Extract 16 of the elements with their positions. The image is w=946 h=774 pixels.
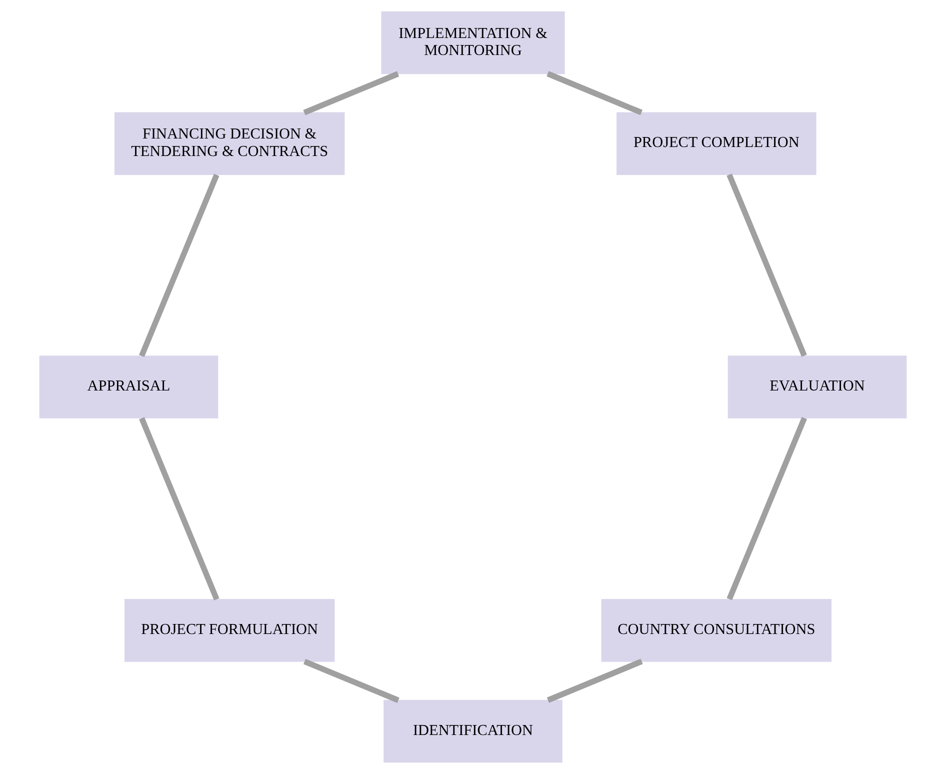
connector bbox=[303, 71, 400, 116]
connector bbox=[726, 174, 807, 357]
connector bbox=[726, 416, 808, 600]
node-box: PROJECT FORMULATION bbox=[124, 599, 335, 662]
node-box: FINANCING DECISION & TENDERING & CONTRACTS bbox=[114, 112, 345, 175]
node-box: PROJECT COMPLETION bbox=[616, 112, 816, 175]
connector bbox=[303, 658, 400, 703]
node-box: EVALUATION bbox=[728, 356, 907, 418]
connector bbox=[138, 174, 220, 358]
connector bbox=[546, 658, 643, 703]
node-box: IMPLEMENTATION & MONITORING bbox=[381, 11, 565, 74]
connector bbox=[139, 417, 220, 600]
connector bbox=[546, 71, 643, 116]
node-box: APPRAISAL bbox=[39, 356, 218, 418]
node-box: IDENTIFICATION bbox=[384, 700, 562, 763]
node-box: COUNTRY CONSULTATIONS bbox=[601, 599, 832, 662]
